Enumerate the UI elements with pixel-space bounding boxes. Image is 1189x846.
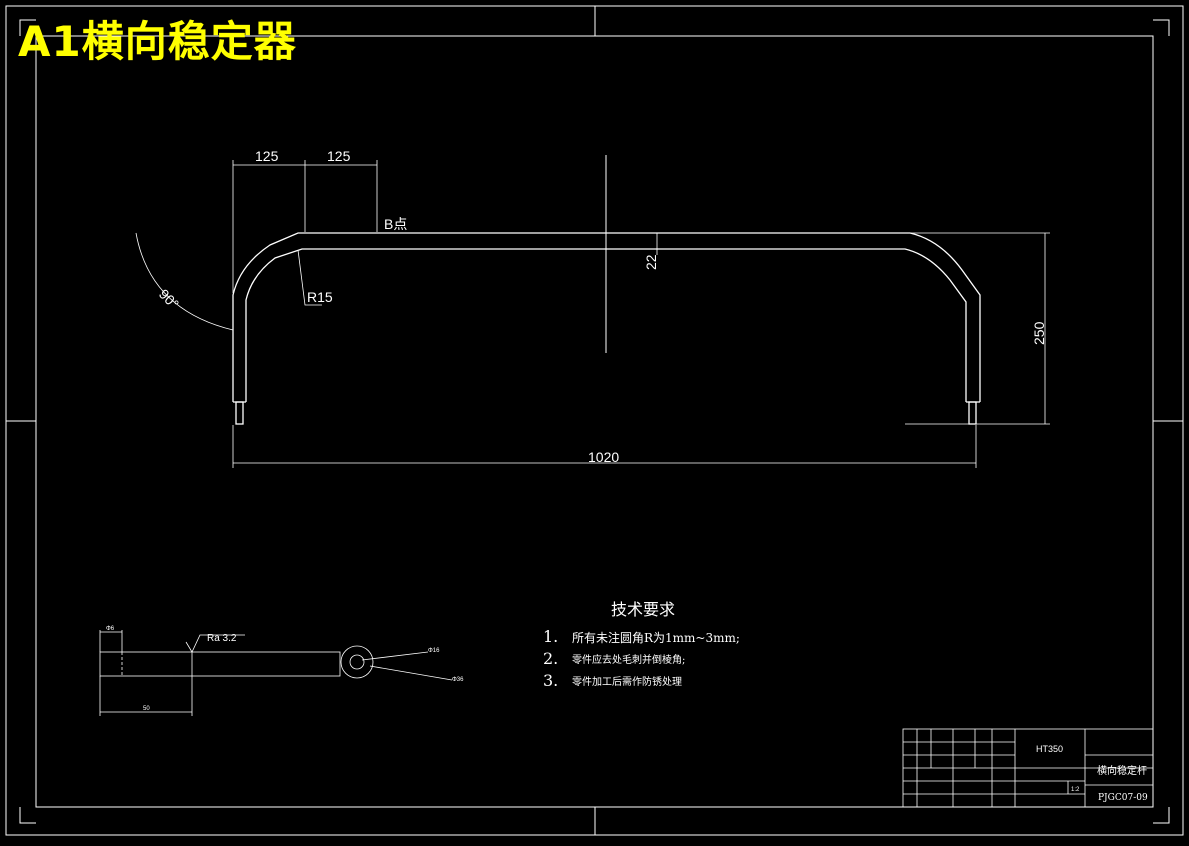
label-length-dim: 50 — [143, 706, 150, 712]
tech-req-num-2: 2. — [543, 649, 558, 668]
leader-d16 — [361, 651, 429, 661]
detail-labels: Ra 3.2 Φ16 Φ36 Φ6 50 — [106, 626, 464, 712]
roughness-label: Ra 3.2 — [207, 633, 237, 644]
dim-label-90deg: 90° — [156, 286, 182, 312]
tech-req-text-1: 所有未注圆角R为1mm~3mm; — [572, 630, 740, 645]
outer-border — [5, 5, 1184, 836]
tech-req-num-1: 1. — [543, 627, 558, 646]
corner-tick-tl — [19, 19, 36, 36]
tb-material: HT350 — [1036, 744, 1063, 754]
title-block-text: HT350 横向稳定杆 PJGC07-09 1:2 — [1036, 744, 1148, 803]
tech-req-text-3: 零件加工后需作防锈处理 — [572, 675, 682, 688]
drawing-title: A1横向稳定器 — [18, 17, 297, 66]
label-d36: Φ36 — [452, 677, 464, 683]
leader-r15 — [297, 249, 322, 306]
stabilizer-bar-main-view — [232, 232, 981, 425]
title-block — [902, 728, 1154, 808]
detail-eye-inner — [349, 654, 365, 670]
right-end-stud — [968, 401, 977, 425]
angle-arc-90 — [135, 232, 234, 331]
roughness-symbol — [185, 634, 245, 653]
dimension-lines — [135, 160, 1050, 468]
label-top-dim: Φ6 — [106, 626, 115, 632]
dim-label-125-left: 125 — [255, 148, 279, 164]
bar-outline-outer — [232, 232, 981, 402]
tech-req-num-3: 3. — [543, 671, 558, 690]
corner-tick-bl — [19, 807, 36, 824]
tb-part-name: 横向稳定杆 — [1097, 764, 1147, 777]
corner-tick-br — [1153, 807, 1170, 824]
tech-req-text-2: 零件应去处毛刺并倒棱角; — [572, 653, 685, 666]
tb-drawing-number: PJGC07-09 — [1098, 793, 1148, 803]
technical-requirements: 技术要求 1. 所有未注圆角R为1mm~3mm; 2. 零件应去处毛刺并倒棱角;… — [543, 600, 740, 690]
tech-req-heading: 技术要求 — [611, 600, 675, 619]
label-point-b: B点 — [384, 216, 407, 232]
tb-scale: 1:2 — [1071, 787, 1080, 793]
bar-outline-inner — [245, 248, 967, 402]
inner-border — [35, 35, 1154, 808]
dim-label-1020: 1020 — [588, 449, 619, 465]
dim-label-125-right: 125 — [327, 148, 351, 164]
detail-view — [99, 630, 453, 716]
dim-label-r15: R15 — [307, 289, 333, 305]
sheet-frame — [5, 5, 1184, 836]
dim-label-22: 22 — [643, 254, 659, 270]
dim-label-250: 250 — [1031, 321, 1047, 345]
label-d16: Φ16 — [428, 648, 440, 654]
detail-rod — [99, 651, 341, 677]
leader-d36 — [369, 665, 453, 681]
dimension-labels: 125 125 1020 250 22 R15 90° B点 — [156, 148, 1047, 465]
detail-eye-outer — [340, 645, 374, 679]
corner-tick-tr — [1153, 19, 1170, 36]
left-end-stud — [235, 401, 244, 425]
